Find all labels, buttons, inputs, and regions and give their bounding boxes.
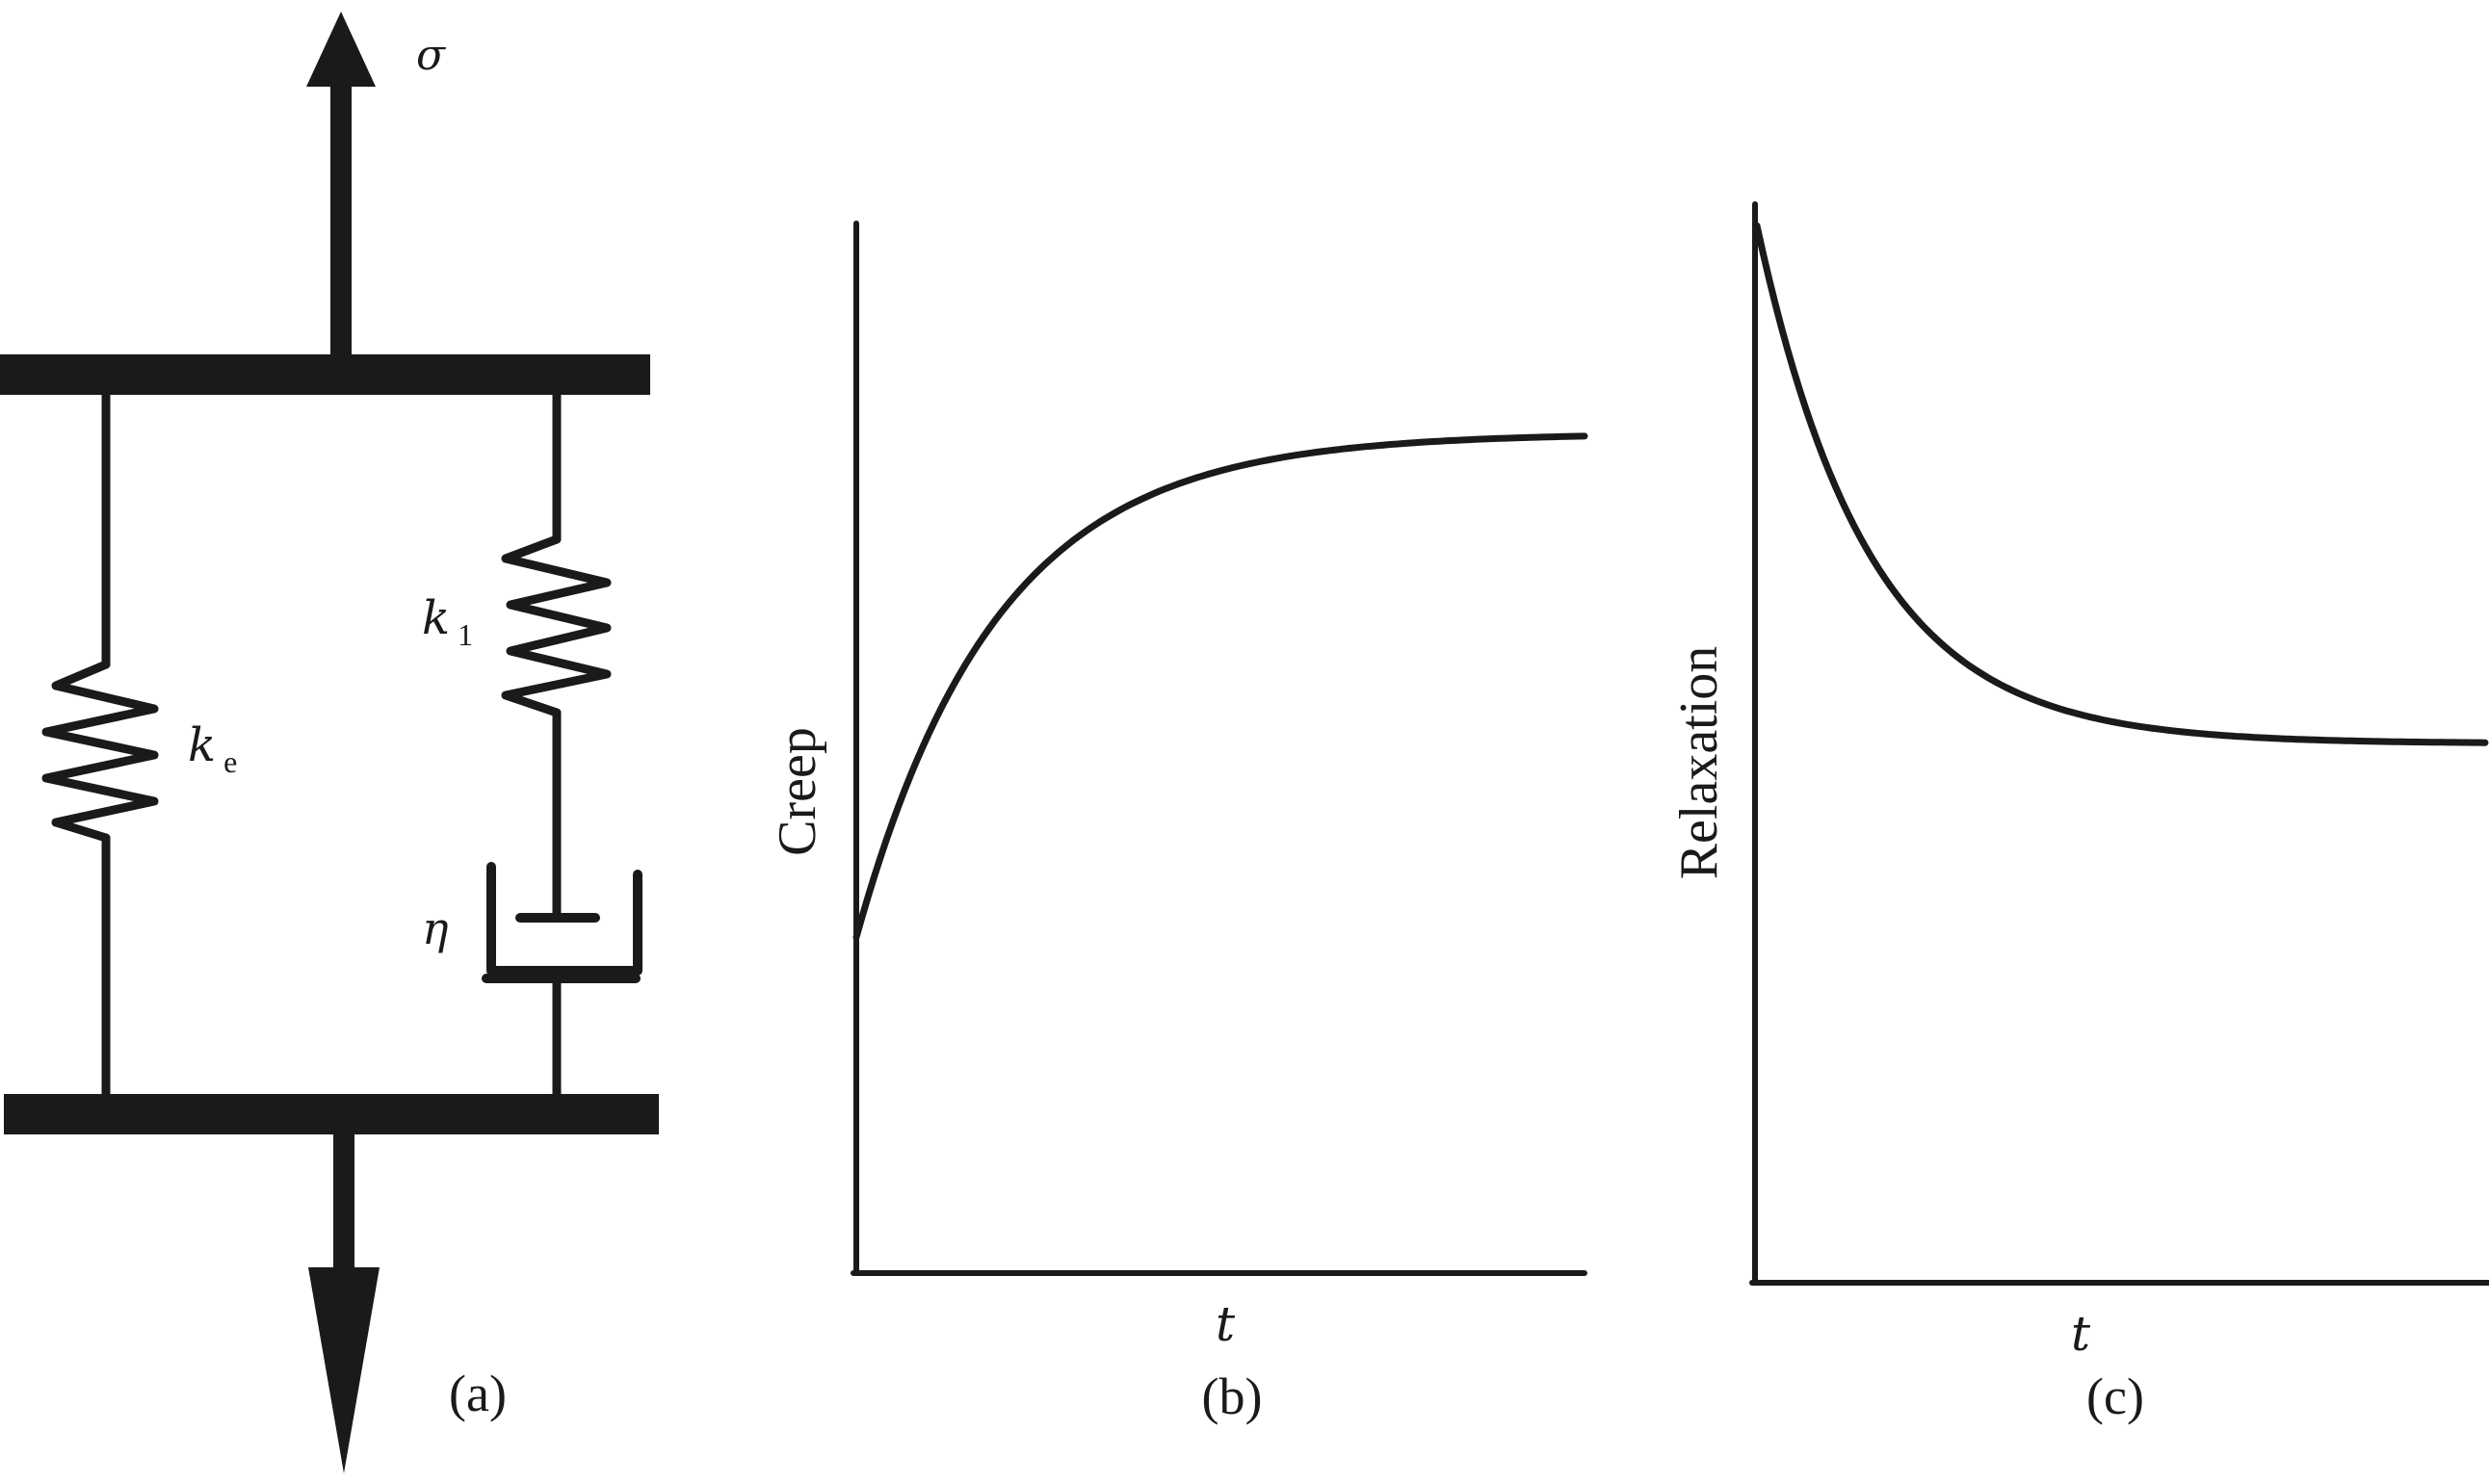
- spring-ke: [41, 390, 159, 1103]
- dashpot-label: η: [422, 902, 449, 954]
- top-stress-arrow: [306, 12, 376, 356]
- relaxation-ylabel: Relaxation: [1669, 646, 1729, 880]
- top-plate: [0, 354, 650, 395]
- panel-b-creep: Creep t (b): [768, 221, 1588, 1425]
- bottom-stress-arrow: [308, 1133, 380, 1473]
- creep-axes: [851, 221, 1587, 1276]
- dashpot-eta: [482, 862, 642, 1103]
- caption-c: (c): [2086, 1367, 2144, 1425]
- panel-a-model: σ k e k 1: [0, 12, 659, 1473]
- caption-b: (b): [1202, 1367, 1263, 1425]
- creep-curve: [852, 432, 1588, 941]
- bottom-plate: [4, 1094, 659, 1134]
- creep-xlabel: t: [1216, 1296, 1236, 1352]
- spring-k1-label: k 1: [422, 591, 473, 652]
- creep-ylabel: Creep: [768, 727, 827, 856]
- caption-a: (a): [449, 1365, 507, 1422]
- panel-c-relaxation: Relaxation t (c): [1669, 201, 2489, 1425]
- relaxation-curve: [1753, 221, 2489, 746]
- spring-k1: [501, 390, 612, 920]
- relaxation-xlabel: t: [2071, 1306, 2091, 1362]
- relaxation-axes: [1749, 201, 2489, 1286]
- spring-ke-label: k e: [188, 718, 237, 779]
- stress-symbol: σ: [416, 31, 447, 80]
